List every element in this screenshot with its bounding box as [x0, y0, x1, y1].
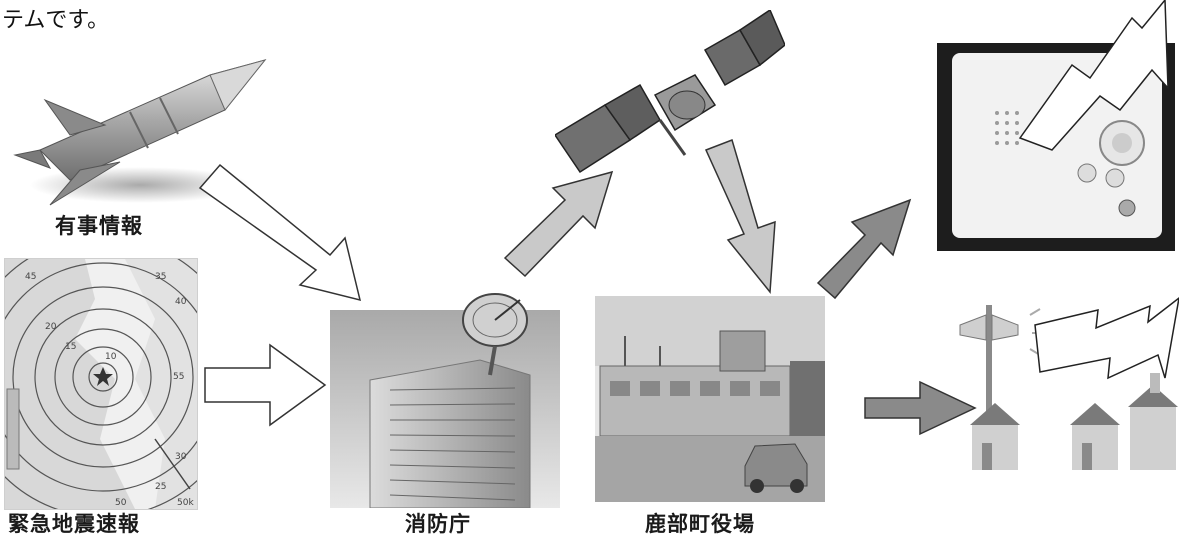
fdma-image	[330, 280, 560, 508]
town-hall-image	[595, 296, 825, 502]
contour-label: 15	[65, 342, 76, 352]
corner-label: 50k	[177, 498, 194, 508]
contour-label: 25	[155, 482, 166, 492]
missile-image	[10, 40, 275, 210]
contour-label: 40	[175, 297, 187, 307]
earthquake-map: 10 15 20 25 30 35 40 45 50 55 50k	[4, 258, 198, 510]
contour-label: 10	[105, 352, 117, 362]
contour-label: 55	[173, 372, 184, 382]
contour-label: 20	[45, 322, 57, 332]
missile-caption: 有事情報	[55, 214, 143, 238]
header-text: テムです。	[2, 8, 110, 33]
contour-label: 50	[115, 498, 127, 508]
speaker-pole-houses	[950, 285, 1179, 510]
contour-label: 35	[155, 272, 166, 282]
satellite-image	[555, 10, 785, 205]
contour-label: 45	[25, 272, 36, 282]
contour-label: 30	[175, 452, 187, 462]
